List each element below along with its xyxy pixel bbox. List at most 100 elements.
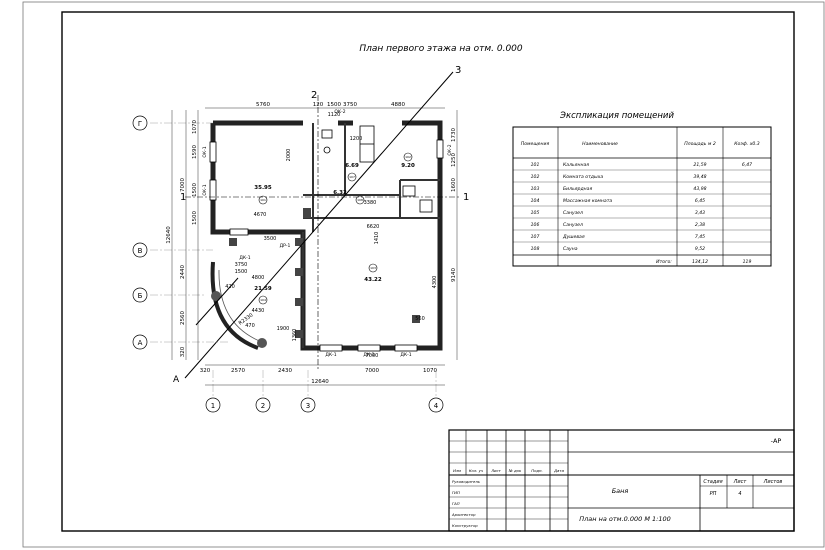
floor-plan: 1 1 2 3 A Г В Б А 1 2 [132,65,469,413]
tb-sheet-value: 4 [738,491,741,497]
window-mark-top: ОК-2 [334,109,345,115]
door-mark: ДР-1 [280,243,291,249]
expl-row-1-area: 39,48 [693,174,706,180]
dim-bot-2: 2430 [278,368,292,374]
tb-col-doc: № док [508,468,522,473]
axis-row-a: А [138,339,143,347]
axis-col-2: 2 [261,402,265,410]
expl-total-label: Итого: [656,259,672,265]
tb-col-date: Дата [553,468,565,473]
tb-stage-label: Стадия [703,479,722,485]
expl-row-4-area: 3,43 [695,210,705,216]
dim-top-3: 3750 [343,102,357,108]
room-num-3: 102 [405,155,411,159]
explication-table: Экспликация помещений Помещения Наименов… [512,111,772,267]
axis-row-g: Г [138,120,142,128]
dim-int-6: 2000 [286,149,292,162]
sheet-title: План на отм.0.000 М 1:100 [579,515,670,523]
expl-row-2-name: Бильярдная [563,186,592,192]
expl-row-0-coef: 6,47 [742,162,752,168]
plan-title: План первого этажа на отм. 0.000 [359,44,523,54]
dim-top-4: 4880 [391,102,405,108]
expl-row-2-area: 43,98 [693,186,706,192]
tb-sheets-label: Листов [763,479,783,485]
axis-col-4: 4 [434,402,439,410]
dim-left-mid-2: 2560 [180,311,186,325]
dim-bot-total: 12640 [311,379,329,385]
dim-int-10: 560 [415,316,425,322]
dim-top-0: 5760 [256,102,270,108]
room-area-5: 21.59 [254,286,272,292]
dim-bot-3: 7000 [365,368,379,374]
room-area-2: 6.32 [333,190,347,196]
room-area-4: 43.22 [364,277,382,283]
section-mark-3: 3 [455,65,461,76]
tb-role-1: ГИП [452,490,460,495]
expl-row-0-name: Кальянная [563,162,589,168]
room-num-4: 103 [370,266,376,270]
room-area-0: 35.95 [254,185,272,191]
dim-left-inner-1: 1590 [192,145,198,159]
window-mark-mid: ДК-1 [239,255,250,261]
expl-row-7-area: 9,52 [695,246,705,252]
axis-row-b: Б [138,292,143,300]
window-mark-bot-2: ДК-1 [400,352,411,358]
tb-role-0: Руководитель [452,479,480,484]
dim-top-2: 1500 [327,102,341,108]
expl-header-3: Коэф. х0.3 [734,141,760,147]
tb-role-3: Архитектор [451,512,476,517]
expl-row-7-name: Сауна [563,246,578,252]
expl-total-area: 134,12 [692,259,708,265]
dim-int-0: 4670 [254,212,267,218]
dim-bot-1: 2570 [231,368,245,374]
dim-int-3: 4430 [252,308,265,314]
expl-row-7-num: 108 [531,246,540,252]
expl-row-4-num: 105 [531,210,540,216]
dim-int-15: 1500 [235,269,248,275]
tb-col-podp: Подп. [531,468,543,473]
dim-int-11: 1360 [292,329,298,342]
section-mark-a: A [173,375,180,385]
dim-bot-0: 320 [200,368,211,374]
expl-row-3-name: Массажная комната [563,198,612,204]
dim-left-mid-3: 320 [180,346,186,357]
dim-int-8: 420 [225,284,235,290]
dim-int-17: 1410 [374,232,380,245]
expl-row-6-name: Душевая [562,234,585,240]
dim-right-1: 1250 [451,153,457,167]
expl-row-4-name: Санузел [563,210,583,216]
expl-row-0-num: 101 [531,162,540,168]
dim-int-5: 3380 [364,200,377,206]
room-area-1: 6.69 [345,163,359,169]
expl-row-5-name: Санузел [563,222,583,228]
tb-role-2: ГАП [452,501,460,506]
expl-row-3-num: 104 [531,198,540,204]
dim-left-outer: 12640 [166,226,172,244]
dim-int-1: 3500 [264,236,277,242]
tb-role-4: Конструктор [452,523,478,528]
expl-row-1-name: Комната отдыха [563,174,603,180]
dim-bot-4: 1070 [423,368,437,374]
dim-int-9: 470 [245,323,255,329]
room-num-1: 107 [349,175,355,179]
dim-right-2: 1600 [451,178,457,192]
dim-left-inner-3: 1500 [192,211,198,225]
room-num-5: 104 [260,298,266,302]
expl-row-1-num: 102 [531,174,540,180]
tb-col-kol: Кол. уч [469,468,484,473]
axis-row-v: В [138,247,143,255]
doc-code: -АР [771,437,782,445]
room-area-3: 9.20 [401,163,415,169]
dim-int-2: 4800 [252,275,265,281]
dim-int-12: 4300 [432,276,438,289]
dim-int-18: 7000 [366,353,379,359]
expl-row-5-num: 106 [531,222,540,228]
dim-left-mid-1: 2440 [180,265,186,279]
title-block: -АР Изм Кол. уч Лист № док Подп. Дата Ру… [448,429,795,532]
tb-stage-value: РП [710,491,717,497]
outer-frame [22,1,825,548]
dim-right-0: 1730 [451,128,457,142]
expl-row-0-area: 21,59 [693,162,706,168]
window-mark-bot-1: ДК-1 [363,352,374,358]
